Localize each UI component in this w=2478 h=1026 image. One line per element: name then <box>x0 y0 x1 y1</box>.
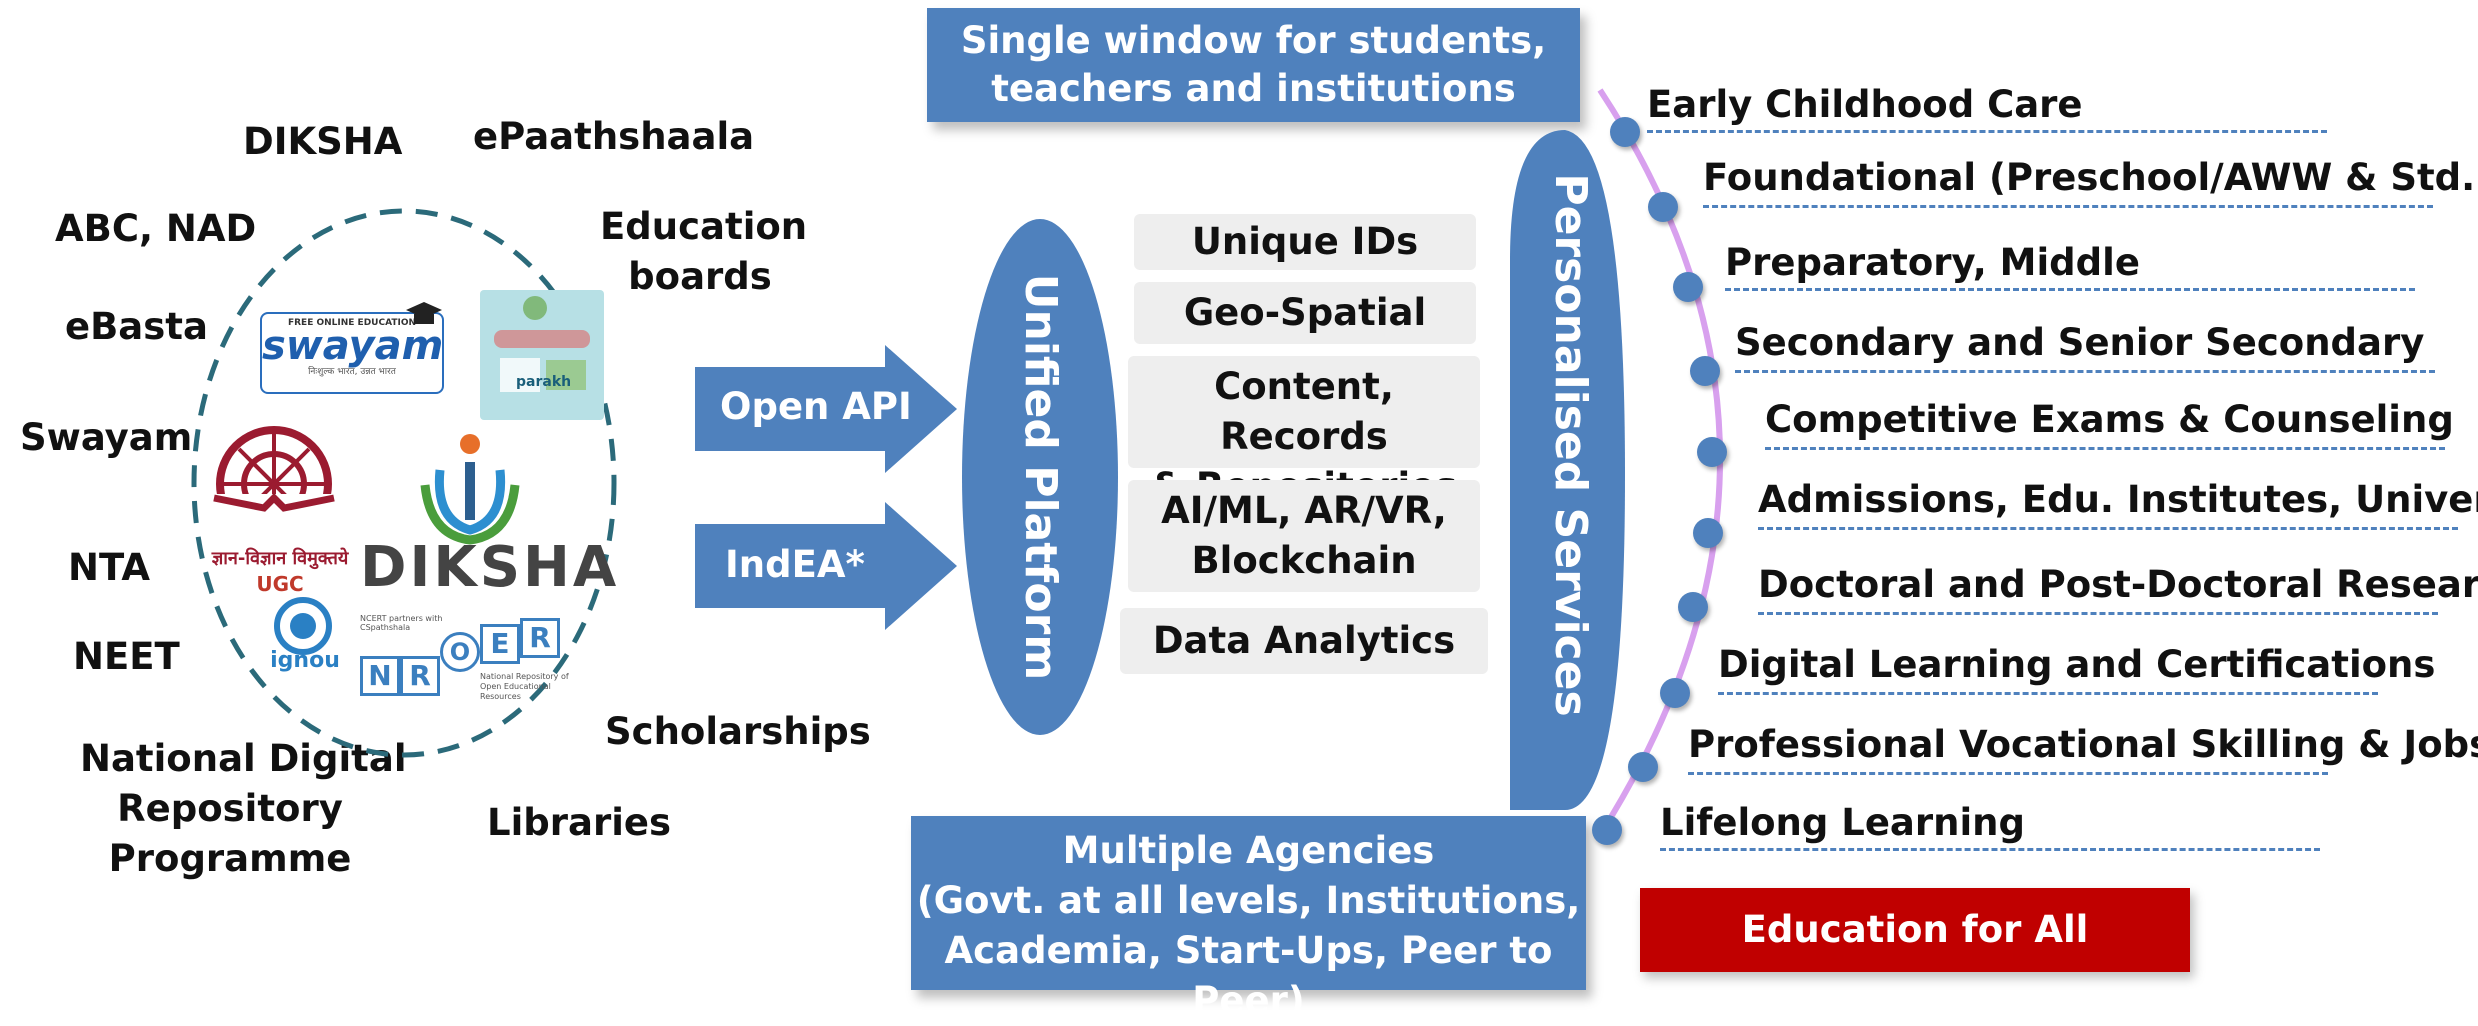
service-label: Secondary and Senior Secondary <box>1735 321 2425 364</box>
label-swayam: Swayam <box>20 416 193 459</box>
service-row: Foundational (Preschool/AWW & Std.1-2) <box>1703 155 2478 215</box>
service-divider <box>1660 848 2320 851</box>
service-divider <box>1718 692 2378 695</box>
nroer-letter-n: N <box>360 656 400 696</box>
nroer-subtitle: National Repository of Open Educational … <box>480 672 569 701</box>
label-education-boards: Education boards <box>600 205 808 298</box>
service-divider <box>1647 130 2327 133</box>
nroer-letter-e: E <box>480 624 520 664</box>
label-abc-nad: ABC, NAD <box>55 207 257 250</box>
service-label: Preparatory, Middle <box>1725 241 2140 284</box>
diksha-logo-icon <box>420 434 520 545</box>
service-dot <box>1592 815 1622 845</box>
ugc-hindi-motto: ज्ञान-विज्ञान विमुक्तये <box>211 548 349 569</box>
feature-geo-spatial: Geo-Spatial <box>1134 282 1476 344</box>
dashed-ellipse <box>191 208 617 758</box>
open-api-label: Open API <box>720 385 912 428</box>
service-dot <box>1673 272 1703 302</box>
nroer-letter-r1: R <box>400 656 440 696</box>
service-label: Foundational (Preschool/AWW & Std.1-2) <box>1703 156 2478 199</box>
indea-arrow <box>695 502 957 630</box>
personalised-services-shape <box>1510 130 1625 810</box>
label-ndrp: National Digital Repository Programme <box>80 737 407 880</box>
nroer-letter-o: O <box>440 632 480 672</box>
feature-data-analytics: Data Analytics <box>1120 608 1488 674</box>
service-divider <box>1735 370 2435 373</box>
parakh-text: parakh <box>516 374 572 390</box>
service-dot <box>1678 592 1708 622</box>
education-for-all-box: Education for All <box>1640 888 2190 972</box>
service-row: Lifelong Learning <box>1660 800 2360 860</box>
label-diksha: DIKSHA <box>243 120 403 163</box>
service-dot <box>1628 752 1658 782</box>
service-label: Doctoral and Post-Doctoral Research <box>1758 563 2478 606</box>
service-row: Doctoral and Post-Doctoral Research <box>1758 562 2478 622</box>
unified-platform-label: Unified Platform <box>1015 273 1066 681</box>
label-neet: NEET <box>73 635 180 678</box>
service-row: Preparatory, Middle <box>1725 240 2425 300</box>
service-label: Early Childhood Care <box>1647 83 2083 126</box>
swayam-logo-name: swayam <box>262 323 444 369</box>
service-dot <box>1660 678 1690 708</box>
service-dot <box>1693 518 1723 548</box>
ignou-wordmark: ignou <box>270 648 340 673</box>
nroer-letter-r2: R <box>520 618 560 658</box>
nroer-logo: NCERT partners with CSpathshala N R O E … <box>360 614 570 714</box>
service-label: Admissions, Edu. Institutes, University <box>1758 478 2478 521</box>
ugc-emblem-icon <box>213 426 335 544</box>
label-scholarships: Scholarships <box>605 710 871 753</box>
service-divider <box>1725 288 2415 291</box>
swayam-logo-top: FREE ONLINE EDUCATION <box>287 318 417 328</box>
service-dot <box>1610 117 1640 147</box>
service-dot <box>1697 437 1727 467</box>
feature-ai-ml: AI/ML, AR/VR, Blockchain <box>1128 480 1480 592</box>
service-divider <box>1765 447 2445 450</box>
service-label: Digital Learning and Certifications <box>1718 643 2436 686</box>
service-divider <box>1758 612 2438 615</box>
feature-content-records: Content, Records & Repositories <box>1128 356 1480 508</box>
service-divider <box>1688 772 2328 775</box>
label-ebasta: eBasta <box>65 305 208 348</box>
unified-platform-ellipse <box>962 219 1118 735</box>
single-window-box: Single window for students, teachers and… <box>927 8 1580 122</box>
service-row: Admissions, Edu. Institutes, University <box>1758 477 2478 537</box>
diksha-logo-wordmark: DIKSHA <box>360 535 620 600</box>
parakh-art-icon <box>494 296 590 392</box>
service-divider <box>1703 205 2433 208</box>
label-libraries: Libraries <box>487 801 672 844</box>
ignou-icon <box>274 597 332 655</box>
service-row: Competitive Exams & Counseling <box>1765 397 2465 457</box>
swayam-logo: FREE ONLINE EDUCATION swayam निःशुल्क भा… <box>260 312 444 394</box>
feature-unique-ids: Unique IDs <box>1134 214 1476 270</box>
indea-label: IndEA* <box>725 543 865 586</box>
service-row: Secondary and Senior Secondary <box>1735 320 2455 380</box>
service-row: Professional Vocational Skilling & Jobs <box>1688 722 2478 782</box>
swayam-graduation-icon <box>406 302 442 324</box>
service-label: Professional Vocational Skilling & Jobs <box>1688 723 2478 766</box>
service-dot <box>1690 356 1720 386</box>
service-row: Digital Learning and Certifications <box>1718 642 2438 702</box>
service-dot <box>1648 192 1678 222</box>
service-divider <box>1758 527 2458 530</box>
label-epaathshaala: ePaathshaala <box>473 115 755 158</box>
label-nta: NTA <box>68 546 150 589</box>
epaathshaala-logo: parakh <box>480 290 604 420</box>
multiple-agencies-box: Multiple Agencies (Govt. at all levels, … <box>911 816 1586 1022</box>
open-api-arrow <box>695 345 957 473</box>
swayam-logo-sub: निःशुल्क भारत, उन्नत भारत <box>308 367 396 377</box>
service-label: Lifelong Learning <box>1660 801 2025 844</box>
ugc-wordmark: UGC <box>256 572 304 596</box>
service-row: Early Childhood Care <box>1647 82 2347 142</box>
nroer-top-text: NCERT partners with CSpathshala <box>360 614 443 632</box>
service-label: Competitive Exams & Counseling <box>1765 398 2454 441</box>
